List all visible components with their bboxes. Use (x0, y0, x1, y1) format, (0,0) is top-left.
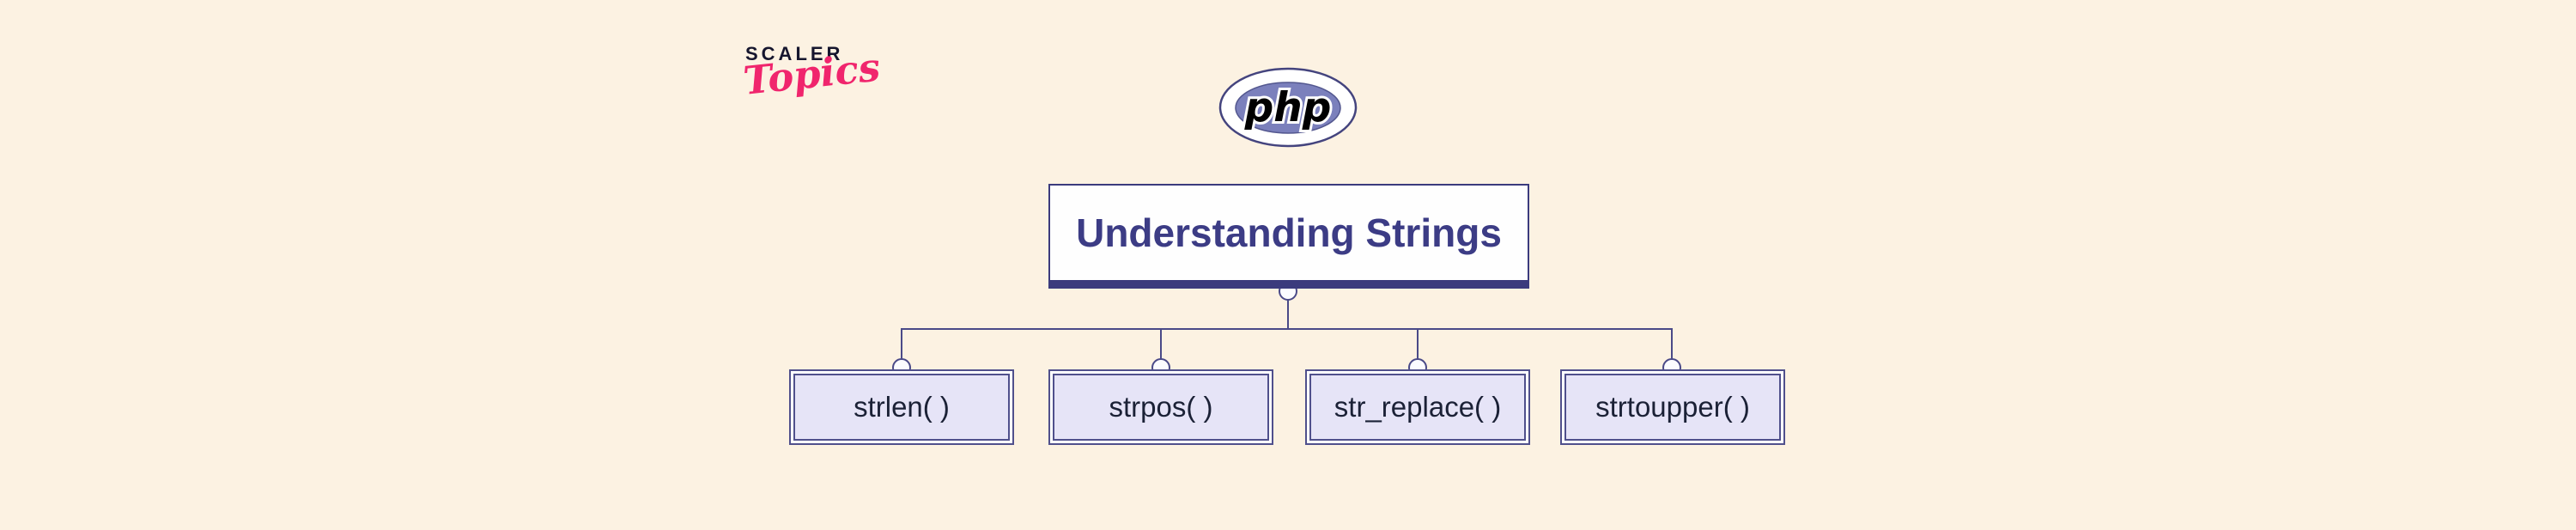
child-node-label: strlen( ) (854, 391, 950, 423)
child-node-label: strpos( ) (1109, 391, 1213, 423)
php-logo-icon: php (1218, 67, 1358, 148)
root-node-understanding-strings: Understanding Strings (1048, 184, 1529, 289)
child-node-strlen: strlen( ) (789, 369, 1014, 445)
scaler-topics-logo: SCALER Topics (741, 43, 883, 104)
connector-root-vertical (1287, 292, 1289, 330)
child-node-strtoupper: strtoupper( ) (1560, 369, 1785, 445)
connector-stub-strpos (1160, 328, 1162, 368)
topics-wordmark: Topics (741, 44, 883, 104)
child-node-str-replace: str_replace( ) (1305, 369, 1530, 445)
child-node-label: strtoupper( ) (1595, 391, 1750, 423)
scaler-wordmark: SCALER (745, 43, 844, 64)
child-node-label: str_replace( ) (1334, 391, 1502, 423)
connector-stub-str-replace (1417, 328, 1419, 368)
php-logo-inner-ellipse (1235, 82, 1341, 134)
connector-stub-strlen (901, 328, 902, 368)
connector-horizontal (902, 328, 1673, 330)
root-node-label: Understanding Strings (1076, 210, 1502, 255)
child-node-strpos: strpos( ) (1048, 369, 1273, 445)
connector-stub-strtoupper (1671, 328, 1673, 368)
php-logo-text: php (1244, 84, 1332, 131)
